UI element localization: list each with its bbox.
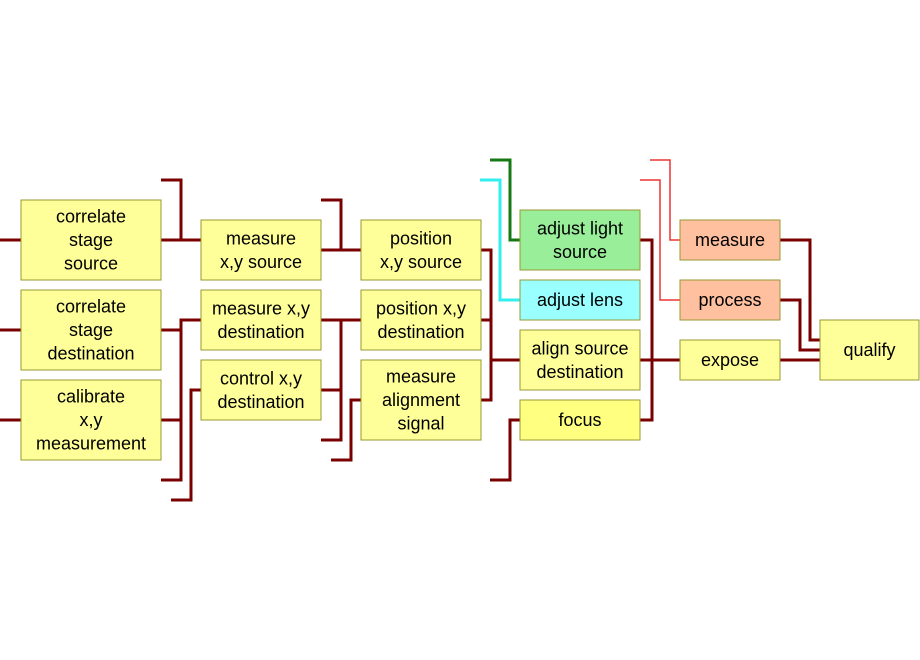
- connector-line: [321, 198, 361, 252]
- node-position-xy-destination: position x,y destination: [360, 289, 482, 351]
- node-label-line: source: [64, 254, 118, 274]
- node-label-line: destination: [536, 362, 623, 382]
- node-process: process: [679, 279, 781, 321]
- node-label-line: destination: [377, 322, 464, 342]
- node-box: [20, 199, 162, 281]
- node-label-line: align source: [531, 338, 628, 358]
- node-label-line: calibrate: [57, 387, 125, 407]
- node-box: [20, 379, 162, 461]
- connector-line: [321, 390, 343, 442]
- node-correlate-stage-destination: correlate stage destination: [20, 289, 162, 371]
- node-label-line: correlate: [56, 207, 126, 227]
- node-label-line: control x,y: [220, 368, 302, 388]
- node-label-line: measure: [695, 230, 765, 250]
- node-focus: focus: [519, 399, 641, 441]
- node-adjust-light-source: adjust light source: [519, 209, 641, 271]
- node-label-line: measurement: [36, 434, 146, 454]
- node-label-line: measure x,y: [212, 298, 310, 318]
- node-calibrate-xy-measurement: calibrate x,y measurement: [20, 379, 162, 461]
- node-box: [360, 219, 482, 281]
- connector-line: [161, 320, 183, 482]
- connector-line: [640, 238, 654, 422]
- connector-line: [780, 298, 820, 352]
- node-label-line: stage: [69, 320, 113, 340]
- node-control-xy-destination: control x,y destination: [200, 359, 322, 421]
- node-box: [519, 209, 641, 271]
- node-box: [519, 329, 641, 391]
- node-label-line: destination: [47, 344, 134, 364]
- connector-line: [640, 179, 680, 301]
- node-box: [20, 289, 162, 371]
- node-label-line: destination: [217, 392, 304, 412]
- node-adjust-lens: adjust lens: [519, 279, 641, 321]
- node-box: [679, 339, 781, 381]
- node-label-line: correlate: [56, 297, 126, 317]
- node-box: [679, 219, 781, 261]
- node-label-line: position: [390, 228, 452, 248]
- node-label-line: expose: [701, 350, 759, 370]
- node-box: [679, 279, 781, 321]
- node-expose: expose: [679, 339, 781, 381]
- node-measure-xy-destination: measure x,y destination: [200, 289, 322, 351]
- node-qualify: qualify: [819, 319, 920, 381]
- connector-lines: [0, 158, 820, 502]
- node-label-line: qualify: [843, 340, 895, 360]
- connector-line: [490, 418, 520, 482]
- node-label-line: x,y: [79, 410, 102, 430]
- node-label-line: source: [553, 242, 607, 262]
- node-box: [519, 399, 641, 441]
- node-label-line: stage: [69, 230, 113, 250]
- node-box: [200, 219, 322, 281]
- connector-line: [490, 158, 520, 242]
- node-measure-xy-source: measure x,y source: [200, 219, 322, 281]
- connector-line: [650, 159, 680, 241]
- node-box: [360, 359, 482, 441]
- node-measure-alignment-signal: measure alignment signal: [360, 359, 482, 441]
- connector-line: [780, 238, 820, 342]
- node-label-line: focus: [558, 410, 601, 430]
- connector-line: [481, 360, 493, 402]
- connector-line: [480, 178, 520, 302]
- connector-line: [171, 388, 201, 502]
- node-label-line: destination: [217, 322, 304, 342]
- node-label-line: adjust light: [537, 218, 623, 238]
- node-measure: measure: [679, 219, 781, 261]
- node-label-line: signal: [397, 414, 444, 434]
- node-correlate-stage-source: correlate stage source: [20, 199, 162, 281]
- node-box: [360, 289, 482, 351]
- node-box: [200, 359, 322, 421]
- node-align-source-destination: align source destination: [519, 329, 641, 391]
- node-label-line: process: [698, 290, 761, 310]
- connector-line: [481, 248, 520, 362]
- node-label-line: x,y source: [380, 252, 462, 272]
- connector-line: [331, 398, 361, 462]
- node-position-xy-source: position x,y source: [360, 219, 482, 281]
- node-box: [200, 289, 322, 351]
- node-label-line: measure: [386, 367, 456, 387]
- connector-line: [321, 320, 343, 392]
- node-box: [519, 279, 641, 321]
- node-label-line: adjust lens: [537, 290, 623, 310]
- node-label-line: alignment: [382, 390, 460, 410]
- connector-line: [161, 178, 201, 242]
- node-label-line: x,y source: [220, 252, 302, 272]
- node-label-line: measure: [226, 228, 296, 248]
- node-label-line: position x,y: [376, 298, 466, 318]
- node-box: [819, 319, 920, 381]
- diagram-nodes: correlate stage source correlate stage destin…: [20, 199, 920, 461]
